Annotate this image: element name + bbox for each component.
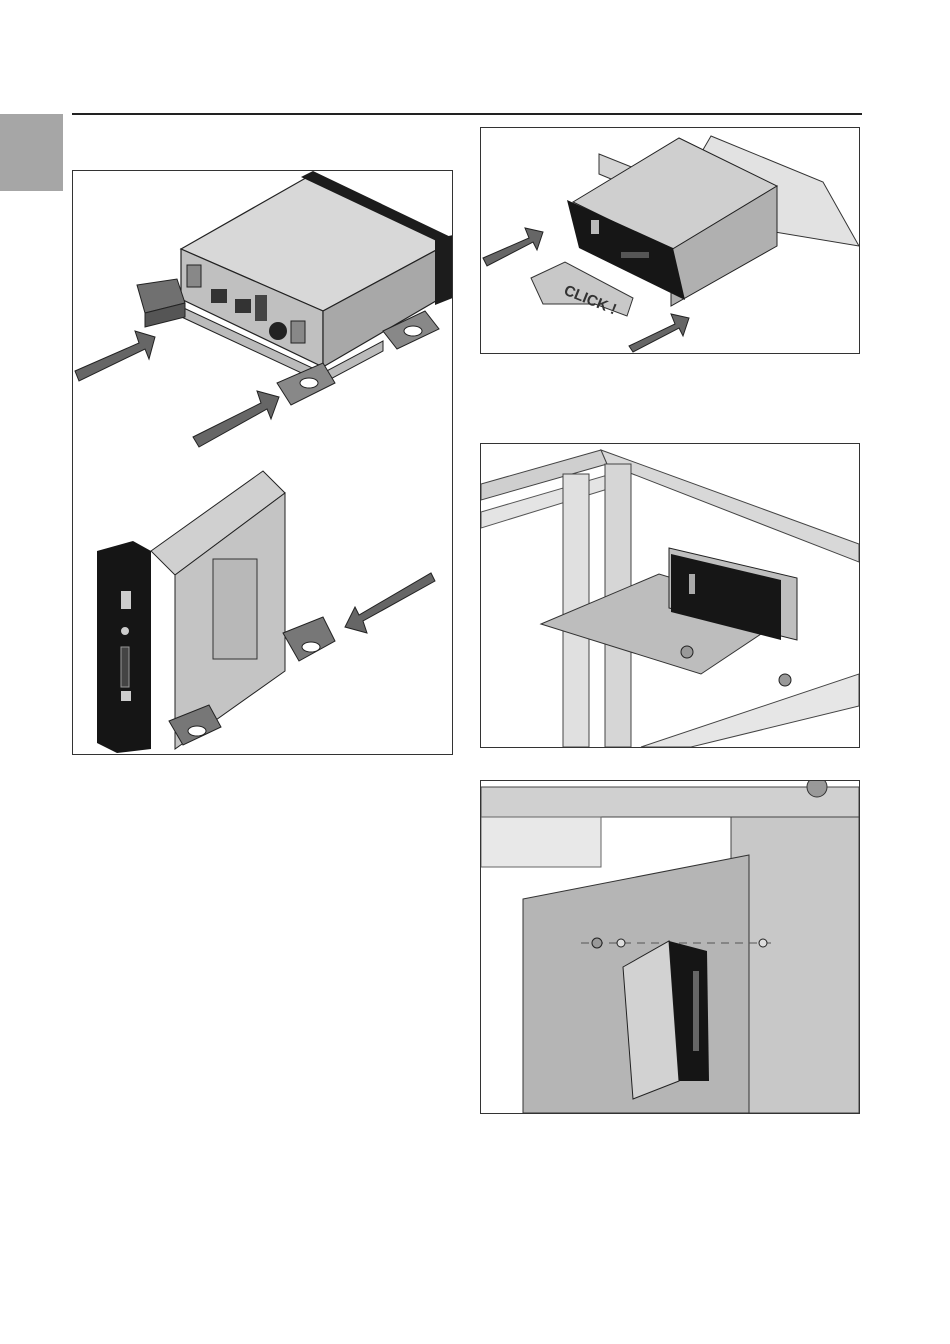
arrow-icon: [345, 573, 435, 633]
section-tab: [0, 114, 63, 191]
device-top: [173, 171, 452, 383]
device-front: [97, 471, 285, 753]
arrow-icon: [483, 228, 543, 266]
eyebolt-icon: [807, 781, 827, 797]
mounting-brackets-attach-illustration: [72, 170, 453, 755]
header-rule: [72, 113, 862, 115]
bracket-clamp: [137, 279, 185, 327]
arrow-icon: [193, 391, 279, 447]
nut-icon: [759, 939, 767, 947]
washer-icon: [617, 939, 625, 947]
mounting-plate-click-illustration: CLICK !: [480, 127, 860, 354]
arrow-icon: [629, 314, 689, 352]
rail-frame-mount-illustration: [480, 443, 860, 748]
mounting-foot: [283, 617, 335, 661]
bolt-icon: [681, 646, 693, 658]
mounting-panel-bolt-illustration: [480, 780, 860, 1114]
bolt-icon: [779, 674, 791, 686]
arrow-icon: [75, 331, 155, 381]
bolt-icon: [592, 938, 602, 948]
